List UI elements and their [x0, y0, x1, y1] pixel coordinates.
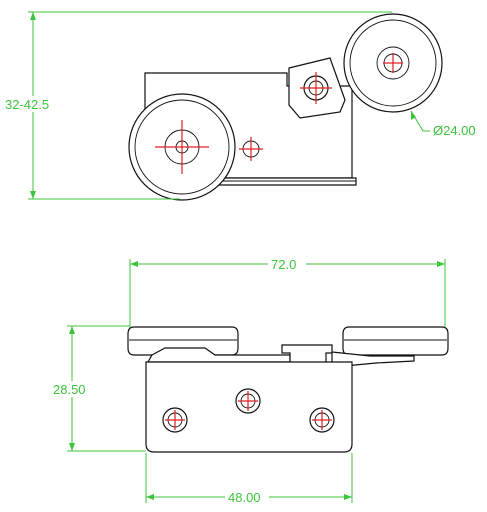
plate-height-label-bg [50, 381, 94, 397]
diameter-leader [410, 110, 430, 132]
height-label-bg [4, 96, 62, 112]
height-range-label: 32-42.5 [5, 97, 49, 112]
front-view: 72.0 28.50 [50, 257, 449, 505]
width-arrow-right [437, 261, 445, 267]
plate-width-arrow-right [344, 494, 352, 500]
side-view-lower-wheel-rim [134, 99, 230, 195]
diameter-leader-arrow [411, 111, 416, 120]
plate-width-label: 48.00 [228, 490, 261, 505]
side-view: 32-42.5 Ø24.00 [4, 11, 476, 201]
width-label-bg [268, 257, 306, 271]
diameter-label: Ø24.00 [433, 123, 476, 138]
plate-width-arrow-left [146, 494, 154, 500]
side-view-upper-wheel-hub [376, 46, 410, 80]
overall-width-label: 72.0 [271, 257, 296, 272]
height-arrow-top [30, 12, 36, 20]
plate-width-label-bg [225, 490, 269, 505]
width-arrow-left [130, 261, 138, 267]
plate-height-arrow-top [69, 326, 75, 334]
front-view-right-wheel [342, 326, 449, 356]
side-view-upper-wheel-rim [349, 19, 437, 107]
plate-height-label: 28.50 [53, 382, 86, 397]
side-view-plate-flange [211, 177, 357, 186]
plate-height-arrow-bottom [69, 443, 75, 451]
height-arrow-bottom [30, 191, 36, 199]
